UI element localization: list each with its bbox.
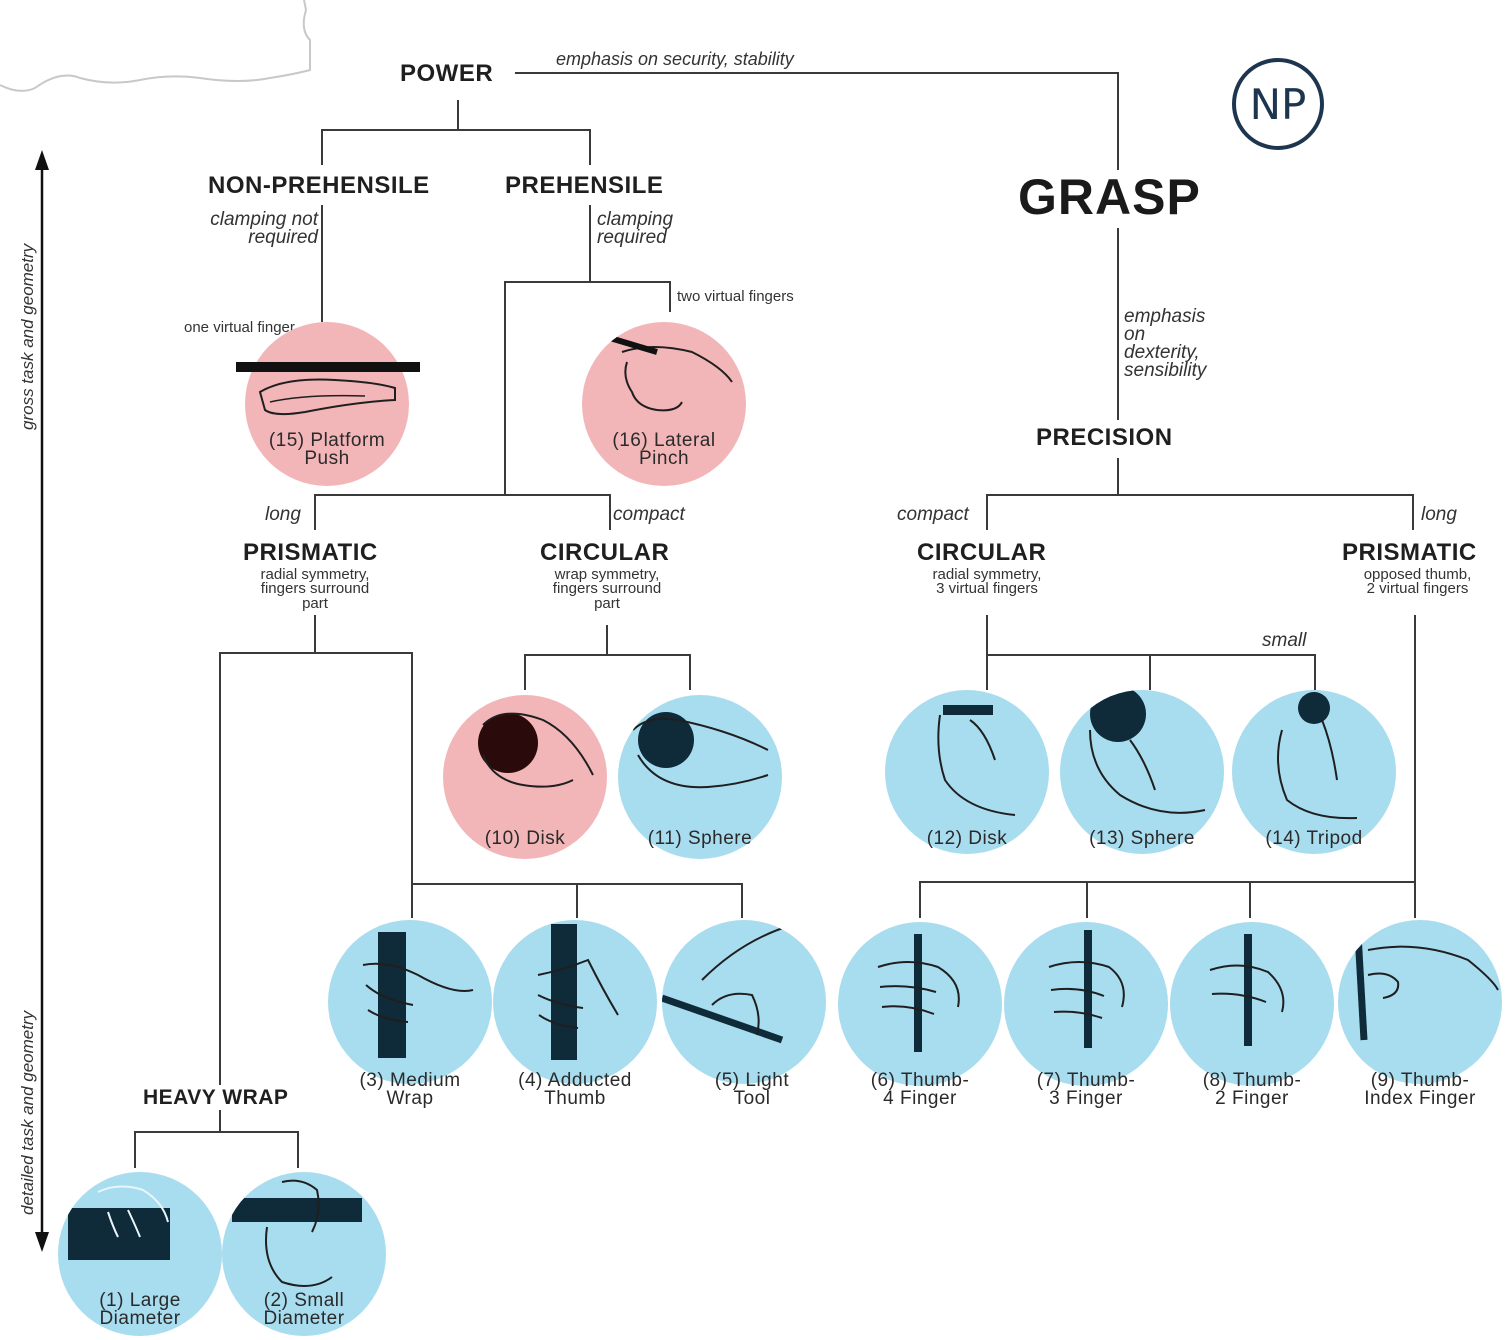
root-grasp-label: GRASP [1018, 169, 1201, 225]
grasp-15-platform-push [245, 322, 409, 486]
prehensile-note: clamping required [597, 209, 674, 249]
grasp-8-thumb-2-finger [1170, 922, 1334, 1086]
precision-sphere-hand-icon [1089, 690, 1206, 814]
precision-long-note: long [1421, 504, 1457, 525]
grasp-10-disk [443, 695, 607, 859]
non-prehensile-label: NON-PREHENSILE [208, 172, 430, 199]
grasp-5-light-tool [662, 920, 826, 1084]
power-circular-sub: wrap symmetry, fingers surround part [552, 566, 662, 612]
grasp-6-caption: (6) Thumb-4 Finger [870, 1070, 970, 1110]
two-virtual-fingers-note: two virtual fingers [677, 288, 794, 305]
power-compact-note: compact [613, 504, 685, 525]
grasp-3-medium-wrap [328, 920, 492, 1084]
grasp-2-small-diameter [222, 1172, 386, 1336]
precision-prismatic-sub: opposed thumb, 2 virtual fingers [1363, 566, 1472, 598]
axis-top-label: gross task and geometry [18, 243, 37, 430]
large-diameter-hand-icon [68, 1185, 170, 1260]
power-disk-hand-icon [478, 712, 594, 788]
np-badge: NP [1232, 58, 1324, 150]
grasp-9-thumb-index-finger [1338, 920, 1502, 1084]
power-note: emphasis on security, stability [556, 49, 794, 69]
thumb-2-finger-hand-icon [1209, 934, 1285, 1046]
grasp-6-thumb-4-finger [838, 922, 1002, 1086]
grasp-16-lateral-pinch [582, 322, 746, 486]
small-diameter-hand-icon [232, 1179, 362, 1287]
grasp-11-sphere [618, 695, 782, 859]
axis-bottom-label: detailed task and geometry [18, 1010, 37, 1215]
grasp-13-sphere [1060, 690, 1224, 854]
medium-wrap-hand-icon [362, 932, 474, 1058]
platform-push-hand-icon [258, 378, 396, 416]
grasp-10-caption: (10) Disk [484, 828, 566, 849]
one-virtual-finger-note: one virtual finger [184, 319, 295, 336]
axis-arrow-up-icon [35, 150, 49, 170]
precision-circular-sub: radial symmetry, 3 virtual fingers [932, 566, 1042, 598]
power-label: POWER [400, 60, 494, 87]
thumb-4-finger-hand-icon [877, 934, 960, 1052]
grasp-14-tripod [1232, 690, 1396, 854]
thumb-index-finger-hand-icon [1354, 933, 1499, 1041]
np-badge-text: NP [1249, 79, 1307, 129]
grasp-1-large-diameter [58, 1172, 222, 1336]
grasp-8-caption: (8) Thumb-2 Finger [1202, 1070, 1302, 1110]
grasp-11-caption: (11) Sphere [647, 828, 753, 849]
grasp-7-caption: (7) Thumb-3 Finger [1036, 1070, 1136, 1110]
non-prehensile-note: clamping not required [210, 209, 318, 249]
grasp-12-disk [885, 690, 1049, 854]
grasp-9-caption: (9) Thumb-Index Finger [1364, 1070, 1476, 1110]
light-tool-hand-icon [662, 924, 793, 1044]
precision-circular-label: CIRCULAR [917, 539, 1047, 566]
power-circular-label: CIRCULAR [540, 539, 670, 566]
precision-note: emphasis on dexterity, sensibility [1124, 306, 1207, 382]
adducted-thumb-hand-icon [537, 924, 619, 1060]
power-long-note: long [265, 504, 301, 525]
precision-prismatic-label: PRISMATIC [1342, 539, 1477, 566]
grasp-14-caption: (14) Tripod [1265, 828, 1363, 849]
precision-disk-hand-icon [937, 705, 1016, 816]
prehensile-label: PREHENSILE [505, 172, 664, 199]
torn-edge-decoration [0, 0, 311, 92]
platform-object [236, 362, 420, 372]
power-prismatic-sub: radial symmetry, fingers surround part [260, 566, 370, 612]
precision-label: PRECISION [1036, 424, 1173, 451]
grasp-4-adducted-thumb [493, 920, 657, 1084]
tripod-hand-icon [1277, 692, 1358, 820]
lateral-pinch-hand-icon [609, 335, 733, 412]
connector-power-grasp [515, 72, 1119, 170]
grasp-12-caption: (12) Disk [926, 828, 1008, 849]
grasp-13-caption: (13) Sphere [1089, 828, 1195, 849]
precision-compact-note: compact [897, 504, 969, 525]
heavy-wrap-label: HEAVY WRAP [143, 1086, 289, 1109]
precision-small-note: small [1262, 630, 1307, 651]
thumb-3-finger-hand-icon [1048, 930, 1125, 1048]
grasp-7-thumb-3-finger [1004, 922, 1168, 1086]
axis-arrow-down-icon [35, 1232, 49, 1252]
power-prismatic-label: PRISMATIC [243, 539, 378, 566]
power-sphere-hand-icon [632, 712, 769, 789]
